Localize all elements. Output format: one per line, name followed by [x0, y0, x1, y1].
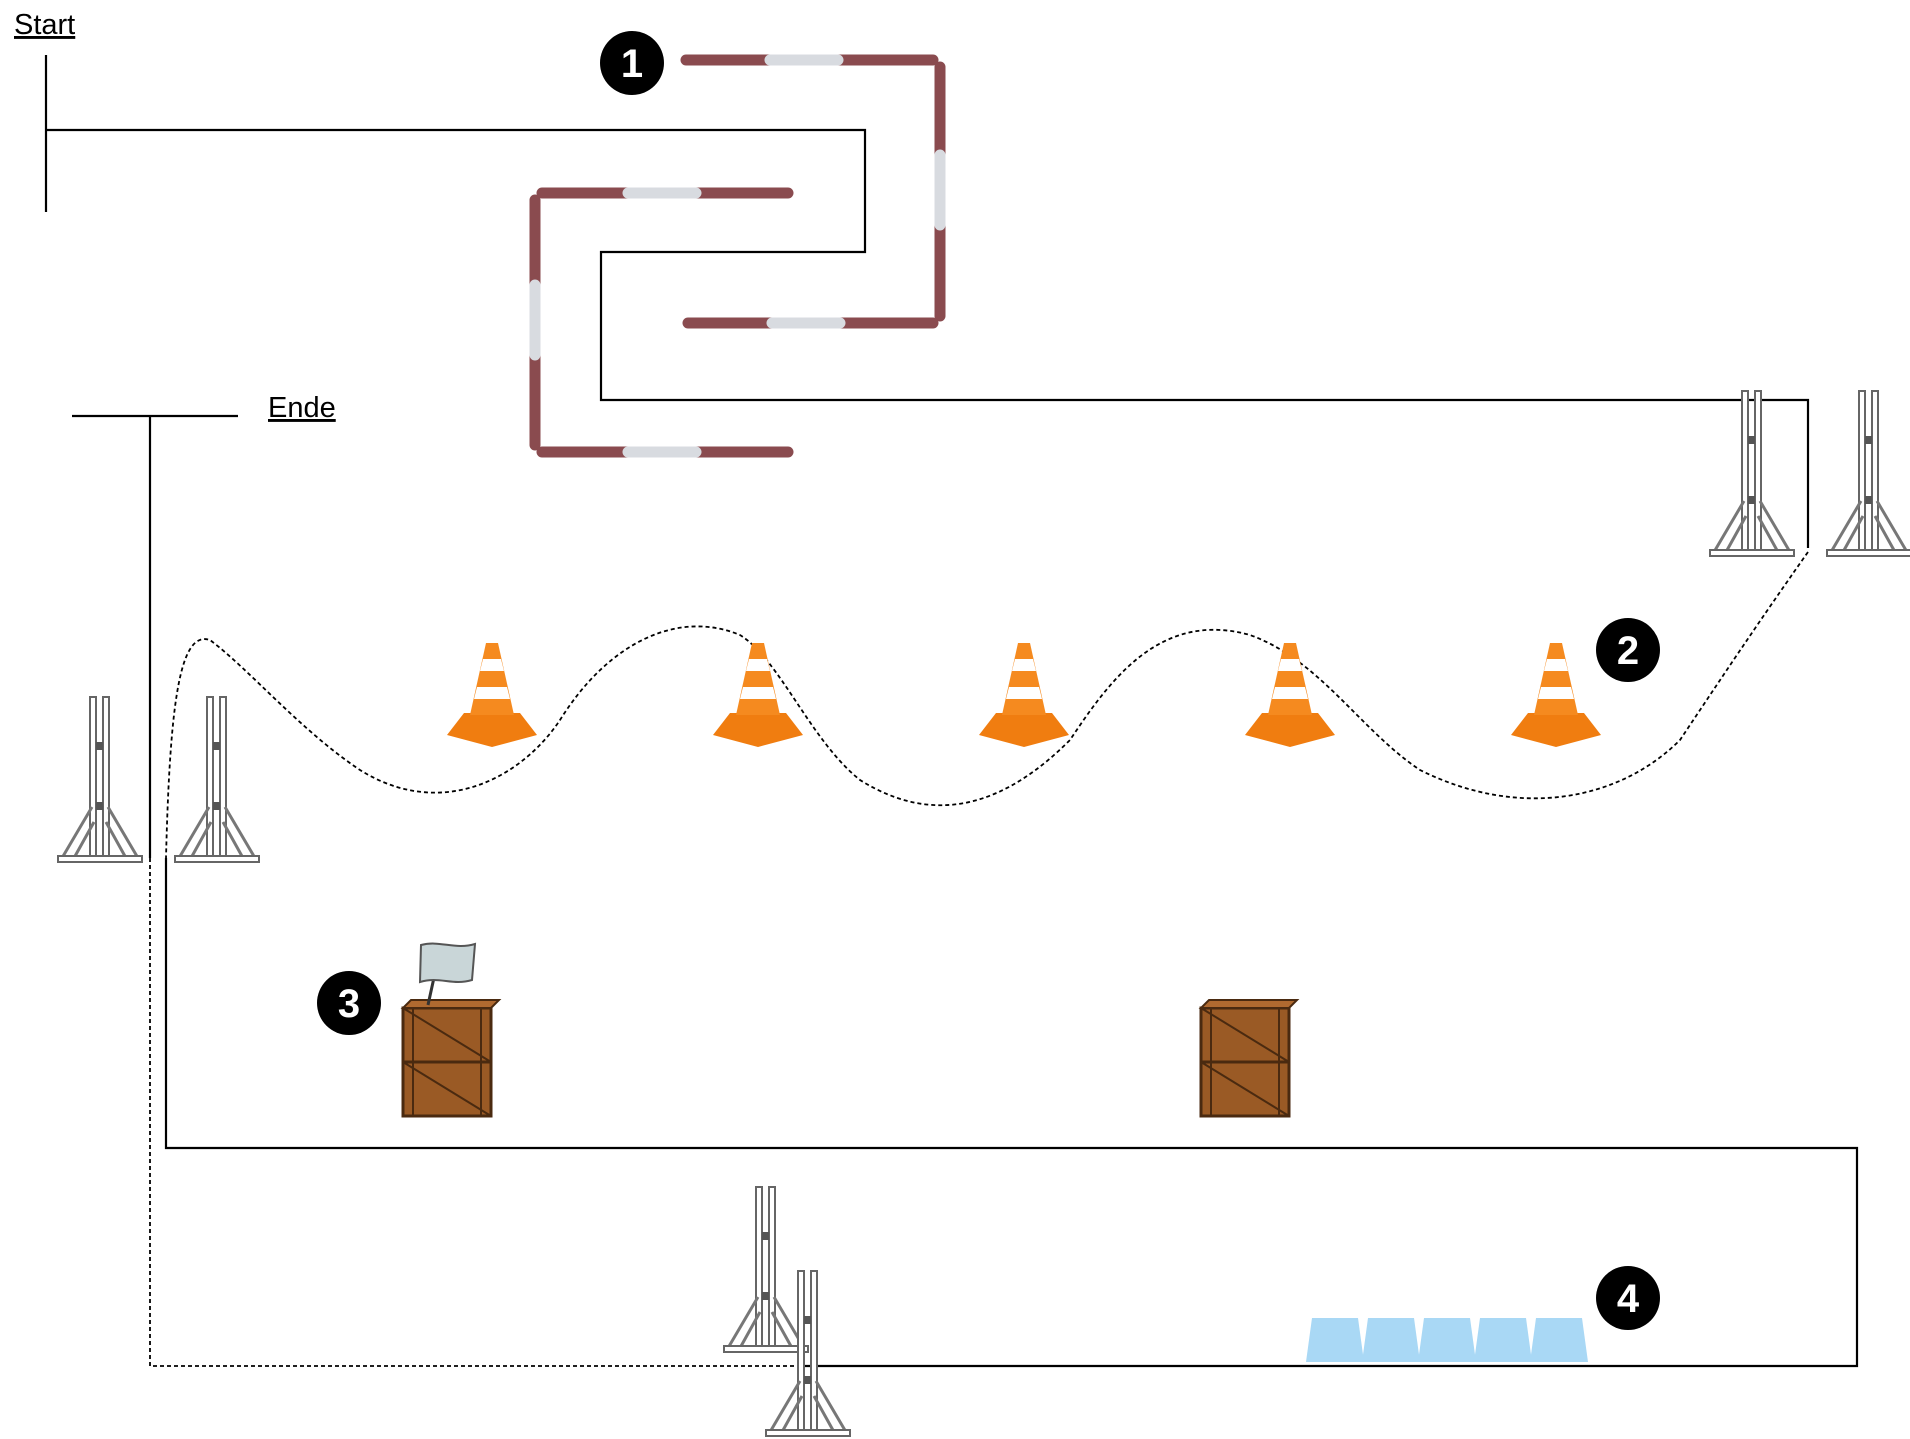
station-marker-1: 1	[600, 31, 664, 95]
start-label: Start	[14, 9, 75, 41]
station-marker-2: 2	[1596, 618, 1660, 682]
station-marker-4: 4	[1596, 1266, 1660, 1330]
wooden-crate-icon	[401, 998, 1299, 1118]
route-lines	[44, 55, 1859, 1368]
route-dashed	[149, 551, 1809, 1367]
cavaletti-block-icon	[1306, 1318, 1588, 1362]
traffic-cone-icon	[447, 643, 1601, 747]
pole-labyrinth	[529, 54, 946, 458]
station-number: 1	[621, 42, 643, 86]
station-marker-3: 3	[317, 971, 381, 1035]
station-number: 2	[1617, 629, 1639, 673]
ground-pole-icon	[529, 54, 946, 458]
end-label: Ende	[268, 392, 336, 424]
station-number: 3	[338, 982, 360, 1026]
station-number: 4	[1617, 1277, 1640, 1321]
flag-icon	[418, 942, 477, 1006]
